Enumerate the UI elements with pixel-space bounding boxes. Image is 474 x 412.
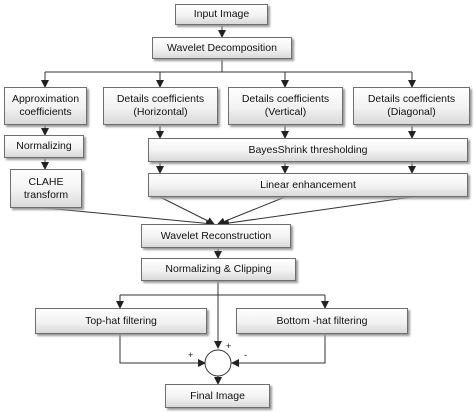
node-linear-enhancement: Linear enhancement [148,173,468,197]
edge-bottomhat-to-sum [231,334,326,367]
node-wavelet-decomposition: Wavelet Decomposition [152,37,292,59]
node-details-vertical: Details coefficients (Vertical) [228,87,343,125]
node-wavelet-reconstruction-line-1: Wavelet Reconstruction [160,229,272,242]
node-bottomhat: Bottom -hat filtering [236,308,408,334]
node-tophat-line-1: Top-hat filtering [85,314,157,327]
edge-clahe-to-recon [44,207,214,228]
node-final-image-line-1: Final Image [190,389,245,402]
node-details-horizontal-line-1: Details coefficients [116,93,205,105]
node-final-image: Final Image [165,384,270,408]
sum-sign-top: + [226,341,232,351]
summing-junction [204,349,232,377]
node-clahe-line-2: transform [23,188,69,201]
node-normalizing-clipping: Normalizing & Clipping [141,258,296,281]
node-tophat: Top-hat filtering [35,308,207,334]
edge-linear-to-recon-1 [159,196,215,225]
node-approximation-line-1: Approximation [11,93,80,105]
edge-tophat-to-sum [119,334,206,367]
node-bottomhat-line-1: Bottom -hat filtering [276,314,368,327]
node-input-image: Input Image [175,4,268,25]
edge-linear-to-recon-3 [221,196,413,227]
node-approximation: Approximation coefficients [4,87,87,125]
node-clahe: CLAHE transform [10,169,82,208]
node-details-diagonal-line-1: Details coefficients [367,93,456,105]
node-details-diagonal-line-2: (Diagonal) [387,106,436,118]
node-normalizing-line-1: Normalizing [16,140,72,152]
node-clahe-line-1: CLAHE [28,175,64,188]
node-normalizing: Normalizing [4,135,84,158]
node-wavelet-decomposition-line-1: Wavelet Decomposition [167,41,277,54]
node-wavelet-reconstruction: Wavelet Reconstruction [141,224,291,248]
node-bayesshrink: BayesShrink thresholding [148,138,468,162]
node-details-diagonal: Details coefficients (Diagonal) [353,87,470,125]
node-details-vertical-line-1: Details coefficients [241,93,330,105]
sum-sign-right: - [244,350,247,360]
node-bayesshrink-line-1: BayesShrink thresholding [248,143,368,156]
node-approximation-line-2: coefficients [19,106,72,118]
node-normalizing-clipping-line-1: Normalizing & Clipping [165,263,272,275]
node-details-horizontal-line-2: (Horizontal) [133,106,188,118]
node-input-image-line-1: Input Image [193,8,250,20]
node-linear-enhancement-line-1: Linear enhancement [260,178,356,191]
sum-sign-left: + [188,350,194,360]
node-details-horizontal: Details coefficients (Horizontal) [103,87,218,125]
node-details-vertical-line-2: (Vertical) [264,106,307,118]
